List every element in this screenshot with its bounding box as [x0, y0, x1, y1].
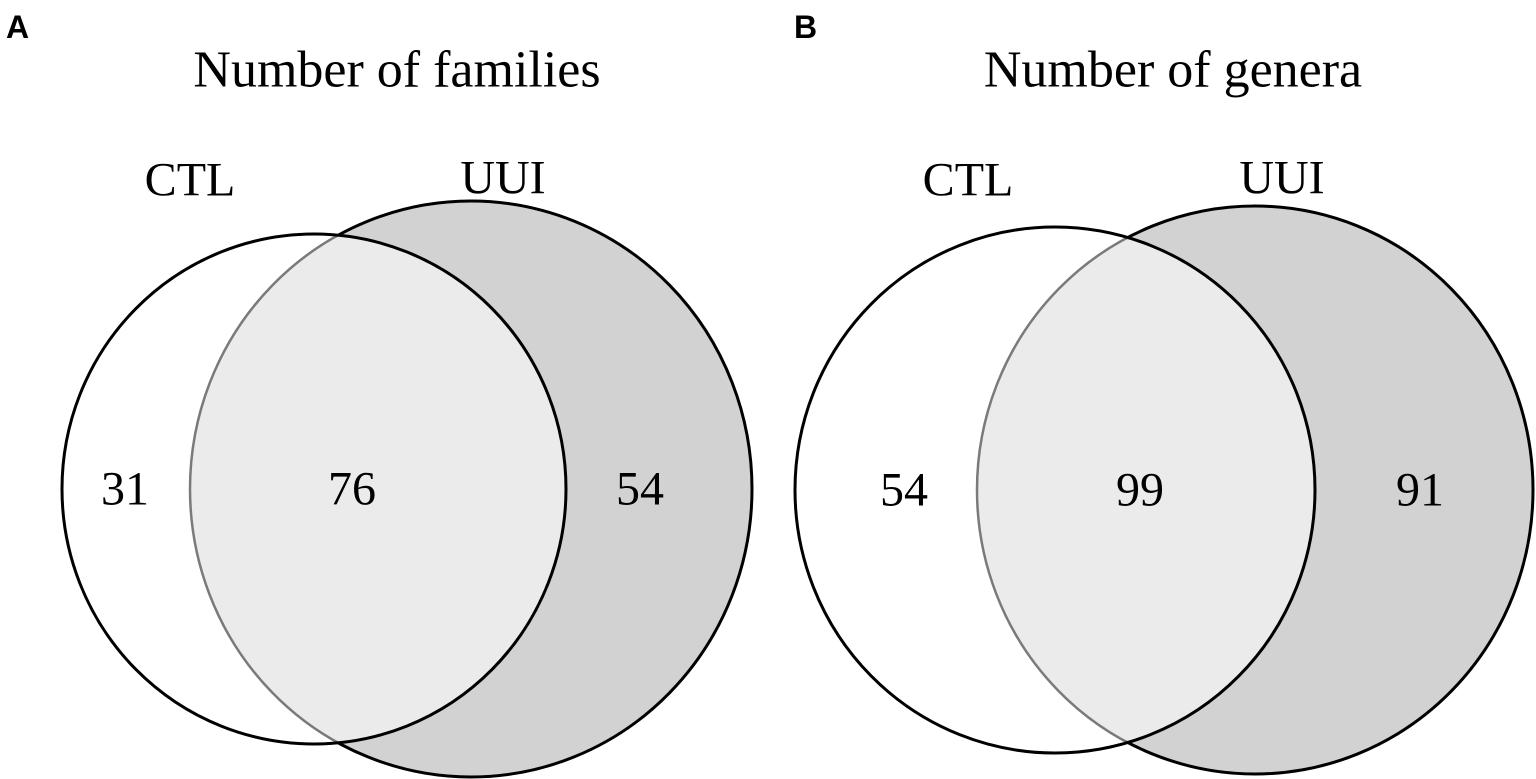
- intersection-count: 99: [1116, 464, 1164, 517]
- panel-title: Number of genera: [984, 42, 1362, 99]
- venn-panel-families: A Number of families CTL UUI 31 76 54: [6, 9, 754, 779]
- ctl-set-label: CTL: [145, 154, 236, 207]
- intersection-count: 76: [328, 463, 376, 516]
- ctl-set-label: CTL: [923, 154, 1014, 207]
- ctl-only-count: 54: [880, 464, 928, 517]
- uui-set-label: UUI: [460, 152, 545, 205]
- panel-title: Number of families: [193, 42, 600, 99]
- uui-only-count: 54: [616, 463, 664, 516]
- venn-panel-genera: B Number of genera CTL UUI 54 99 91: [793, 9, 1535, 776]
- ctl-circle-outline: [60, 232, 568, 746]
- uui-set-label: UUI: [1239, 152, 1324, 205]
- uui-circle-outline: [188, 199, 754, 779]
- panel-label-a: A: [6, 9, 29, 45]
- uui-only-count: 91: [1396, 464, 1444, 517]
- panel-label-b: B: [794, 9, 817, 45]
- ctl-only-count: 31: [101, 463, 149, 516]
- uui-circle-outline: [975, 204, 1535, 776]
- ctl-circle-outline: [793, 225, 1317, 755]
